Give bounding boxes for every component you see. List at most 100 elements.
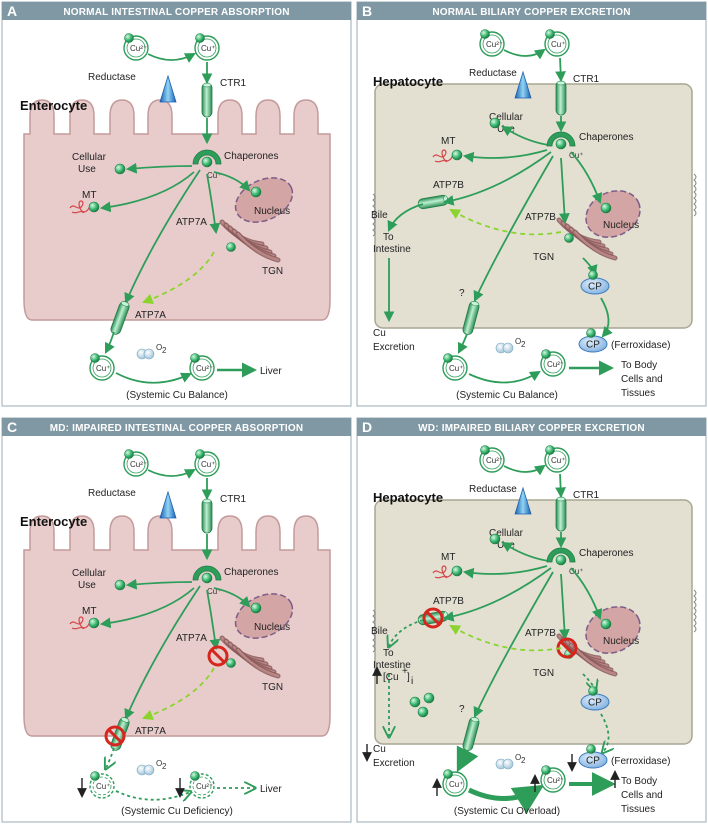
nucleus-label: Nucleus: [603, 220, 639, 231]
copper-atom: [443, 353, 453, 363]
oxygen-subscript: 2: [521, 756, 526, 765]
chaperone-cu1-label: Cu⁺: [207, 171, 221, 180]
copper-atom: [417, 706, 429, 718]
to-cellular-use-arrow: [501, 125, 550, 146]
unknown-transporter-label: ?: [459, 704, 465, 715]
ctr1-label: CTR1: [220, 494, 247, 505]
systemic-status-label: (Systemic Cu Overload): [454, 806, 560, 817]
to-atp7b-canalicular-arrow: [442, 151, 552, 206]
copper-atom: [545, 29, 555, 39]
vesicle-trafficking-arrow: [141, 667, 215, 720]
copper-atom: [190, 771, 200, 781]
atp7a-membrane-label: ATP7A: [135, 726, 166, 737]
panel-letter: D: [362, 419, 372, 435]
cu-excretion-label: Cu: [373, 744, 386, 755]
canalicular-membrane: [372, 193, 376, 237]
oxygen-label: O: [156, 759, 162, 768]
to-nucleus-arrow: [213, 587, 251, 608]
chaperone-cu1-label: Cu⁺: [569, 567, 583, 576]
panel-header-bar: [357, 2, 706, 20]
oxygen-label: O: [156, 343, 162, 352]
mt-label: MT: [441, 552, 455, 563]
copper-atom: [541, 349, 551, 359]
cell-type-label: Hepatocyte: [373, 74, 443, 89]
cu-excretion-label: Cu: [373, 328, 386, 339]
copper-atom: [555, 138, 567, 150]
copper-atom: [201, 156, 213, 168]
enterocyte-cell-shape: [23, 515, 331, 737]
atp7b-golgi-label: ATP7B: [525, 212, 556, 223]
to-atp7b-canalicular-arrow: [442, 567, 552, 622]
ion-label: Cu⁺: [551, 456, 565, 465]
cu-excretion-label-2: Excretion: [373, 342, 415, 353]
enterocyte-cell-shape: [23, 99, 331, 321]
mt-label: MT: [441, 136, 455, 147]
uptake-arrow-top: [555, 57, 567, 83]
ion-label: Cu⁺: [201, 460, 215, 469]
ion-label: Cu⁺: [449, 364, 463, 373]
cu1-ion-extracellular: Cu⁺: [194, 449, 220, 477]
atp7b-golgi-label: ATP7B: [525, 628, 556, 639]
canalicular-membrane: [372, 609, 376, 653]
reductase-icon: [159, 74, 177, 103]
vesicle-trafficking-arrow: [141, 251, 215, 304]
ctr1-transporter: [555, 496, 567, 532]
to-nucleus-arrow: [570, 567, 603, 621]
cellular-use-label: Cellular: [489, 112, 524, 123]
oxidation-arrow: [468, 370, 541, 384]
cu2-ion-extracellular: Cu²⁺: [479, 29, 505, 57]
chaperone-cu1-label: Cu⁺: [569, 151, 583, 160]
panel-letter: B: [362, 3, 372, 19]
to-body-label-3: Tissues: [621, 388, 655, 399]
reduction-arrow: [147, 52, 196, 63]
efflux-arrow-reduced: [106, 747, 114, 768]
cu2-ion-efflux: Cu²⁺: [189, 353, 215, 381]
copper-atom: [409, 696, 421, 708]
cu2-ion-efflux: Cu²⁺: [540, 765, 566, 793]
oxygen-label: O: [515, 753, 521, 762]
reduction-arrow: [503, 48, 546, 60]
copper-atom: [443, 769, 453, 779]
ferroxidase-label: (Ferroxidase): [611, 756, 670, 767]
copper-atom: [545, 445, 555, 455]
panel-title: NORMAL BILIARY COPPER EXCRETION: [432, 7, 630, 18]
copper-atom: [489, 533, 501, 545]
cu1-ion-efflux: Cu⁺: [442, 769, 468, 797]
cu2-ion-extracellular: Cu²⁺: [479, 445, 505, 473]
ion-label: Cu⁺: [551, 40, 565, 49]
copper-atom: [114, 579, 126, 591]
panel-header-bar: [357, 418, 706, 436]
copper-atom: [564, 233, 574, 243]
copper-atom: [489, 117, 501, 129]
to-cellular-use-arrow: [125, 578, 193, 590]
systemic-status-label: (Systemic Cu Balance): [126, 390, 228, 401]
copper-atom: [226, 242, 236, 252]
copper-atom: [555, 554, 567, 566]
to-cellular-use-arrow: [501, 541, 550, 562]
unknown-transporter-label: ?: [459, 288, 465, 299]
panel-header-bar: [2, 418, 351, 436]
cell-junction: [693, 589, 697, 633]
oxidation-arrow: [115, 372, 192, 384]
copper-atom: [451, 565, 463, 577]
to-body-label-2: Cells and: [621, 790, 663, 801]
cu1-ion-efflux: Cu⁺: [442, 353, 468, 381]
ctr1-label: CTR1: [573, 74, 600, 85]
to-mt-arrow: [99, 587, 195, 629]
ion-label: Cu²⁺: [130, 460, 147, 469]
copper-atom: [114, 163, 126, 175]
liver-label: Liver: [260, 366, 282, 377]
ctr1-label: CTR1: [220, 78, 247, 89]
copper-atom: [541, 765, 551, 775]
to-intestine-label-2: Intestine: [373, 244, 411, 255]
copper-atom: [480, 445, 490, 455]
chaperones-label: Chaperones: [224, 151, 278, 162]
intracellular-cu-sup: +: [402, 666, 408, 677]
ceruloplasmin-icon: CP: [580, 270, 610, 295]
atp7a-golgi-blocked: [207, 645, 229, 667]
copper-atom: [124, 33, 134, 43]
cu2-ion-extracellular: Cu²⁺: [123, 33, 149, 61]
copper-atom: [600, 202, 612, 214]
